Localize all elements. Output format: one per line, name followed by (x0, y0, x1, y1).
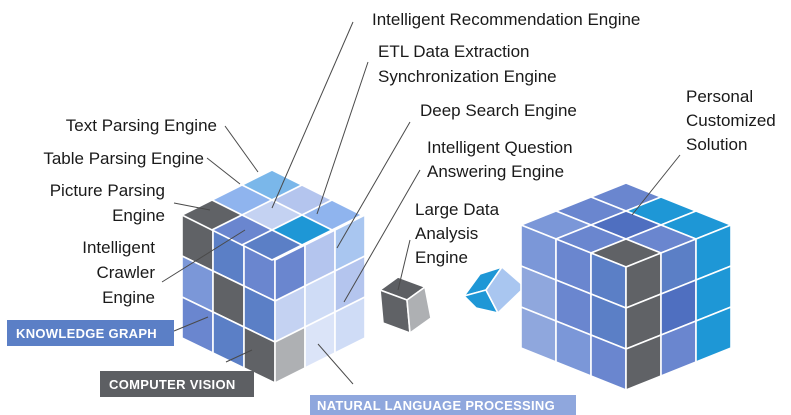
tag-knowledge-graph-label: KNOWLEDGE GRAPH (16, 326, 157, 341)
label-crawler-line2: Crawler (96, 263, 155, 282)
label-iqa-line2: Answering Engine (427, 162, 564, 181)
leader-picture-parsing (173, 202, 211, 211)
label-personal-line3: Solution (686, 135, 747, 154)
label-large-data-line3: Engine (415, 248, 468, 267)
left-cube-cell (241, 229, 303, 261)
leader-etl (316, 61, 369, 215)
leader-computer-vision (225, 349, 253, 363)
left-cube-cell (334, 296, 366, 354)
tag-nlp: NATURAL LANGUAGE PROCESSING (310, 395, 576, 415)
tag-computer-vision: COMPUTER VISION (100, 371, 254, 397)
label-text-parsing: Text Parsing Engine (66, 116, 217, 135)
right-cube (520, 182, 732, 391)
leader-intelligent-recommendation (271, 21, 354, 209)
tag-knowledge-graph: KNOWLEDGE GRAPH (7, 320, 174, 346)
leader-personal (631, 154, 681, 216)
leader-text-parsing (224, 125, 259, 173)
label-etl-line1: ETL Data Extraction (378, 42, 530, 61)
small-cube-right (485, 266, 526, 314)
label-crawler-line1: Intelligent (82, 238, 155, 257)
leader-table-parsing (206, 157, 241, 185)
left-cube (181, 169, 366, 384)
small-blue-cube (463, 266, 526, 314)
leader-crawler (161, 229, 246, 283)
tag-computer-vision-label: COMPUTER VISION (109, 377, 236, 392)
tag-knowledge-graph-bg (7, 320, 174, 346)
small-cube-right (406, 286, 432, 334)
label-large-data-line2: Analysis (415, 224, 478, 243)
tag-nlp-bg (310, 395, 576, 415)
leader-knowledge-graph (173, 316, 209, 332)
leader-nlp (317, 343, 354, 385)
label-crawler-line3: Engine (102, 288, 155, 307)
leader-large-data (397, 239, 411, 291)
label-deep-search: Deep Search Engine (420, 101, 577, 120)
label-personal-line2: Customized (686, 111, 776, 130)
leader-lines (161, 21, 681, 385)
tag-computer-vision-bg (100, 371, 254, 397)
label-table-parsing: Table Parsing Engine (43, 149, 204, 168)
labels: Intelligent Recommendation Engine ETL Da… (43, 10, 775, 307)
label-intelligent-recommendation: Intelligent Recommendation Engine (372, 10, 640, 29)
label-picture-line1: Picture Parsing (50, 181, 165, 200)
leader-iqa (343, 169, 421, 303)
small-gray-cube (379, 276, 432, 334)
label-picture-line2: Engine (112, 206, 165, 225)
label-large-data-line1: Large Data (415, 200, 500, 219)
label-personal-line1: Personal (686, 87, 753, 106)
label-iqa-line1: Intelligent Question (427, 138, 573, 157)
tag-nlp-label: NATURAL LANGUAGE PROCESSING (317, 398, 555, 413)
leader-deep-search (336, 121, 411, 249)
right-cube-cell (695, 306, 732, 363)
label-etl-line2: Synchronization Engine (378, 67, 557, 86)
